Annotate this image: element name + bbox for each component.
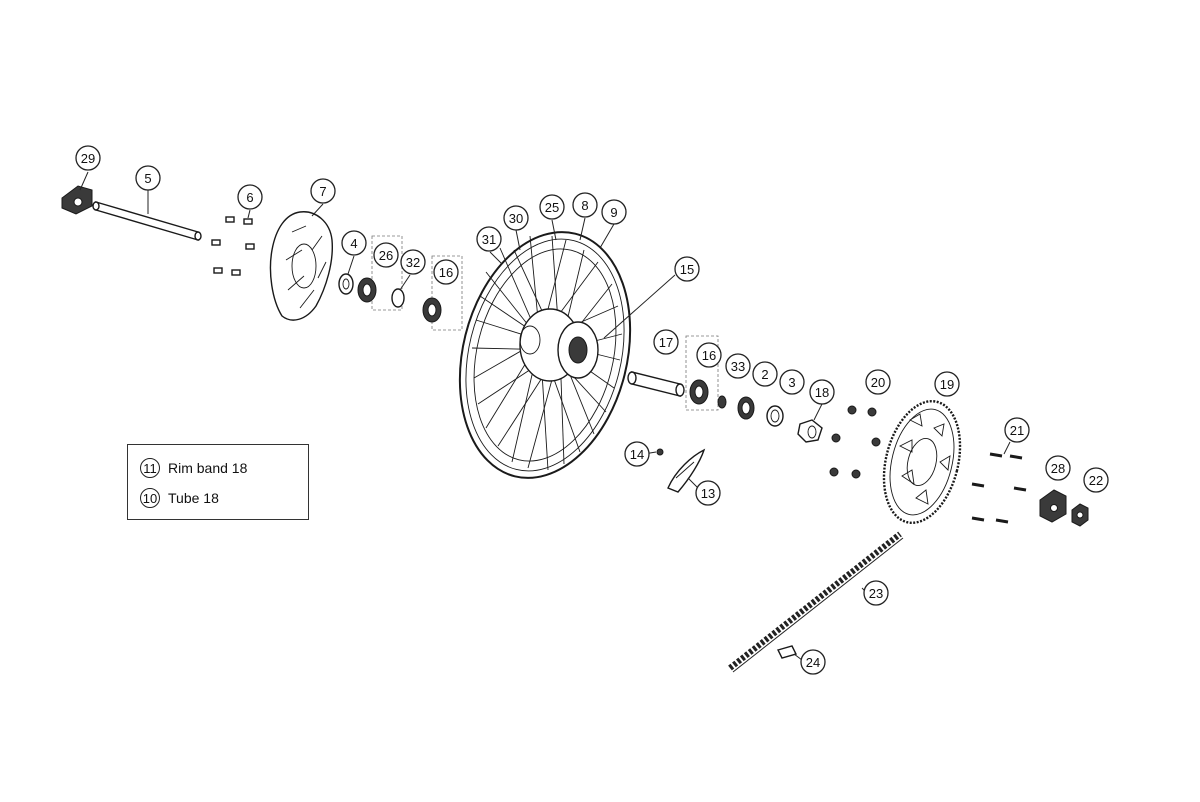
svg-text:32: 32 — [406, 255, 420, 270]
callout-22: 22 — [1083, 467, 1109, 493]
seal-right — [737, 396, 755, 420]
svg-text:28: 28 — [1051, 461, 1065, 476]
o-ring-left — [391, 288, 405, 308]
callout-18: 18 — [809, 379, 835, 405]
svg-text:22: 22 — [1089, 473, 1103, 488]
callout-6: 6 — [237, 184, 263, 210]
spacer-tube — [627, 371, 685, 397]
sprocket — [882, 400, 962, 524]
svg-text:6: 6 — [246, 190, 253, 205]
svg-text:13: 13 — [701, 486, 715, 501]
callout-29: 29 — [75, 145, 101, 171]
svg-text:7: 7 — [319, 184, 326, 199]
brake-disc — [269, 211, 334, 321]
master-link — [776, 645, 798, 659]
bearing-left — [422, 297, 442, 323]
callout-32: 32 — [400, 249, 426, 275]
chain-adjuster-right — [1039, 489, 1067, 523]
callout-14: 14 — [624, 441, 650, 467]
callout-20: 20 — [865, 369, 891, 395]
callout-2: 2 — [752, 361, 778, 387]
svg-text:2: 2 — [761, 367, 768, 382]
spacer-left — [338, 273, 354, 295]
svg-text:3: 3 — [788, 375, 795, 390]
legend-number: 10 — [140, 488, 160, 508]
svg-text:9: 9 — [610, 205, 617, 220]
svg-text:24: 24 — [806, 655, 820, 670]
callout-24: 24 — [800, 649, 826, 675]
callout-5: 5 — [135, 165, 161, 191]
legend-label: Tube 18 — [168, 490, 219, 506]
svg-text:30: 30 — [509, 211, 523, 226]
seal-left — [357, 277, 377, 303]
svg-text:23: 23 — [869, 586, 883, 601]
callout-33: 33 — [725, 353, 751, 379]
svg-text:5: 5 — [144, 171, 151, 186]
callout-31: 31 — [476, 226, 502, 252]
svg-text:4: 4 — [350, 236, 357, 251]
svg-text:16: 16 — [439, 265, 453, 280]
sprocket-nuts — [829, 405, 881, 479]
svg-text:33: 33 — [731, 359, 745, 374]
chain — [728, 531, 904, 673]
legend-item-rim-band: 11 Rim band 18 — [140, 453, 308, 483]
svg-text:8: 8 — [581, 198, 588, 213]
svg-text:25: 25 — [545, 200, 559, 215]
callout-25: 25 — [539, 194, 565, 220]
svg-text:31: 31 — [482, 232, 496, 247]
callout-13: 13 — [695, 480, 721, 506]
callout-8: 8 — [572, 192, 598, 218]
callout-15: 15 — [674, 256, 700, 282]
parts-legend: 11 Rim band 18 10 Tube 18 — [127, 444, 309, 520]
svg-text:15: 15 — [680, 262, 694, 277]
callout-23: 23 — [863, 580, 889, 606]
callout-9: 9 — [601, 199, 627, 225]
callout-19: 19 — [934, 371, 960, 397]
callout-28: 28 — [1045, 455, 1071, 481]
callout-16-right: 16 — [696, 342, 722, 368]
callout-16-left: 16 — [433, 259, 459, 285]
chain-adjuster-left — [61, 185, 93, 215]
bushing — [797, 419, 823, 443]
spacer-right — [766, 405, 784, 427]
legend-item-tube: 10 Tube 18 — [140, 483, 308, 513]
callout-3: 3 — [779, 369, 805, 395]
callout-21: 21 — [1004, 417, 1030, 443]
svg-text:29: 29 — [81, 151, 95, 166]
callout-17: 17 — [653, 329, 679, 355]
sprocket-bolts — [971, 452, 1027, 524]
disc-bolts — [211, 216, 255, 276]
axle — [92, 201, 202, 241]
axle-nut-right — [1071, 503, 1089, 527]
legend-number: 11 — [140, 458, 160, 478]
legend-label: Rim band 18 — [168, 460, 248, 476]
chain-guide — [656, 448, 706, 493]
svg-text:14: 14 — [630, 447, 644, 462]
spoked-wheel — [458, 231, 632, 479]
svg-text:16: 16 — [702, 348, 716, 363]
callout-7: 7 — [310, 178, 336, 204]
svg-text:20: 20 — [871, 375, 885, 390]
leader-lines — [79, 171, 1011, 661]
svg-text:21: 21 — [1010, 423, 1024, 438]
svg-text:17: 17 — [659, 335, 673, 350]
bearing-right — [689, 379, 709, 405]
svg-text:26: 26 — [379, 248, 393, 263]
callout-4: 4 — [341, 230, 367, 256]
svg-text:19: 19 — [940, 377, 954, 392]
callout-30: 30 — [503, 205, 529, 231]
svg-text:18: 18 — [815, 385, 829, 400]
callout-26: 26 — [373, 242, 399, 268]
ring-right — [717, 395, 727, 409]
